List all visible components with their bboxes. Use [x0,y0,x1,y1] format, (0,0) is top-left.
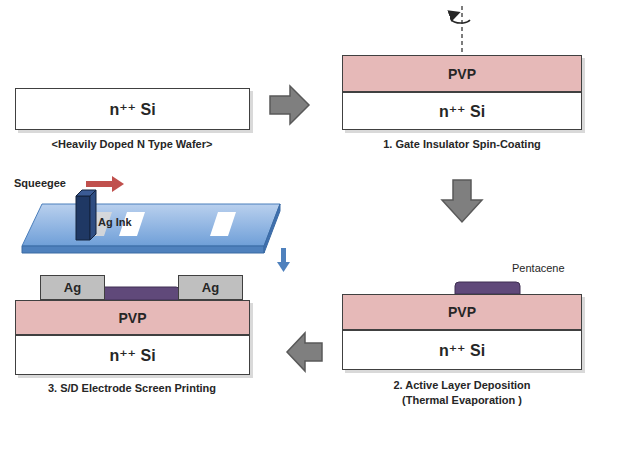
part-label: Ag Ink [98,216,132,228]
insulator-layer: PVP [15,300,250,335]
electrode-pad: Ag [40,275,105,300]
substrate-layer: n⁺⁺ Si [342,92,582,130]
mask-lowering-arrow [277,248,290,272]
layer-label: PVP [448,66,476,82]
layer-label: n⁺⁺ Si [109,346,155,365]
layer-label: n⁺⁺ Si [439,341,485,360]
substrate-layer: n⁺⁺ Si [342,330,582,370]
insulator-layer: PVP [342,55,582,92]
layer-label: Ag [202,280,219,295]
substrate-layer: n⁺⁺ Si [15,88,250,130]
pentacene-layer [100,287,180,300]
step-caption: (Thermal Evaporation ) [402,394,522,406]
electrode-pad: Ag [178,275,243,300]
step-caption: 1. Gate Insulator Spin-Coating [383,138,541,150]
layer-label: PVP [448,304,476,320]
part-label: Squeegee [14,177,66,189]
substrate-layer: n⁺⁺ Si [15,335,250,375]
rotation-symbol [451,6,470,52]
layer-label: n⁺⁺ Si [109,100,155,119]
screen-mask [22,204,280,253]
insulator-layer: PVP [342,294,582,330]
step-caption: 3. S/D Electrode Screen Printing [48,382,216,394]
layer-label: PVP [118,310,146,326]
squeegee-direction-arrow [86,176,124,192]
layer-label: n⁺⁺ Si [439,102,485,121]
step-caption: <Heavily Doped N Type Wafer> [52,138,213,150]
layer-label: Ag [64,280,81,295]
squeegee [76,190,96,240]
part-label: Pentacene [512,262,565,274]
step-caption: 2. Active Layer Deposition [393,379,530,391]
pentacene-layer [455,282,520,294]
